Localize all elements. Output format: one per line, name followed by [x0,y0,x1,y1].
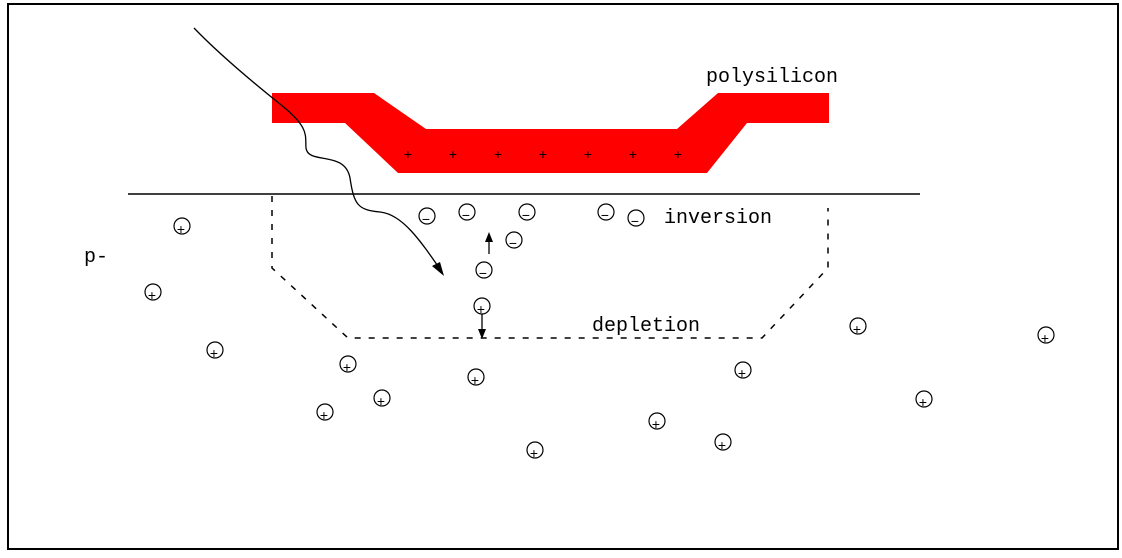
electron-sign: − [462,209,470,225]
electron: − [627,209,645,231]
hole-circle [526,441,544,459]
field-arrow-up-head [485,232,493,242]
electron-circle [458,203,476,221]
hole: + [849,317,867,339]
electron-circle [505,231,523,249]
electron-circle [475,261,493,279]
hole-circle [714,433,732,451]
electron-circle [597,203,615,221]
hole-circle [648,412,666,430]
hole-circle [915,390,933,408]
electron-sign: − [509,237,517,253]
electron: − [518,203,536,225]
hole: + [526,441,544,463]
hole-sign: + [343,361,351,377]
electron: − [475,261,493,283]
hole: + [144,283,162,305]
hole: + [339,355,357,377]
hole: + [734,361,752,383]
hole-circle [206,341,224,359]
electron-circle [418,207,436,225]
hole-circle [467,368,485,386]
hole: + [1037,326,1055,348]
electron-sign: − [631,215,639,231]
hole-circle [173,217,191,235]
hole-sign: + [738,367,746,383]
hole-sign: + [718,439,726,455]
electron-sign: − [422,213,430,229]
gate-charge-sign: + [674,148,682,164]
hole-group: + + + + + + + + + + + + + + + [144,217,1055,463]
hole: + [206,341,224,363]
polysilicon-gate [272,93,829,173]
hole-sign: + [1041,332,1049,348]
electron: − [458,203,476,225]
hole-sign: + [148,289,156,305]
electron: − [505,231,523,253]
gate-charge-sign: + [404,148,412,164]
electron-group: −−−−−−− [418,203,645,283]
hole-circle [373,389,391,407]
hole-circle [339,355,357,373]
electron-sign: − [479,267,487,283]
hole-sign: + [919,396,927,412]
hole-sign: + [471,374,479,390]
hole-sign: + [320,409,328,425]
hole: + [714,433,732,455]
hole: + [915,390,933,412]
hole-sign: + [530,447,538,463]
hole-sign: + [210,347,218,363]
figure-border [7,3,1119,550]
field-arrow-down-head [478,329,486,339]
polysilicon-label: polysilicon [706,66,838,89]
hole: + [473,297,491,319]
hole-circle [316,403,334,421]
hole: + [173,217,191,239]
hole-sign: + [853,323,861,339]
gate-charge-sign: + [449,148,457,164]
hole-sign: + [177,223,185,239]
electron: − [597,203,615,225]
radiation-arrowhead [432,262,444,276]
electron-sign: − [522,209,530,225]
hole: + [373,389,391,411]
gate-charge-sign: + [494,148,502,164]
depletion-boundary [271,196,829,339]
gate-charge-sign: + [539,148,547,164]
gate-charge-sign: + [629,148,637,164]
electron: − [418,207,436,229]
hole: + [648,412,666,434]
hole-circle [849,317,867,335]
hole-sign: + [652,418,660,434]
incident-radiation-path [193,27,443,273]
hole-sign: + [477,303,485,319]
hole-circle [144,283,162,301]
inversion-label: inversion [664,207,772,230]
hole-circle [473,297,491,315]
hole: + [467,368,485,390]
hole-circle [734,361,752,379]
hole-sign: + [377,395,385,411]
gate-charge-group: + + + + + + + [404,148,682,164]
electron-circle [518,203,536,221]
gate-charge-sign: + [584,148,592,164]
depletion-label: depletion [592,315,700,338]
electron-circle [627,209,645,227]
substrate-type-label: p- [84,246,108,269]
hole-circle [1037,326,1055,344]
electron-sign: − [601,209,609,225]
hole: + [316,403,334,425]
